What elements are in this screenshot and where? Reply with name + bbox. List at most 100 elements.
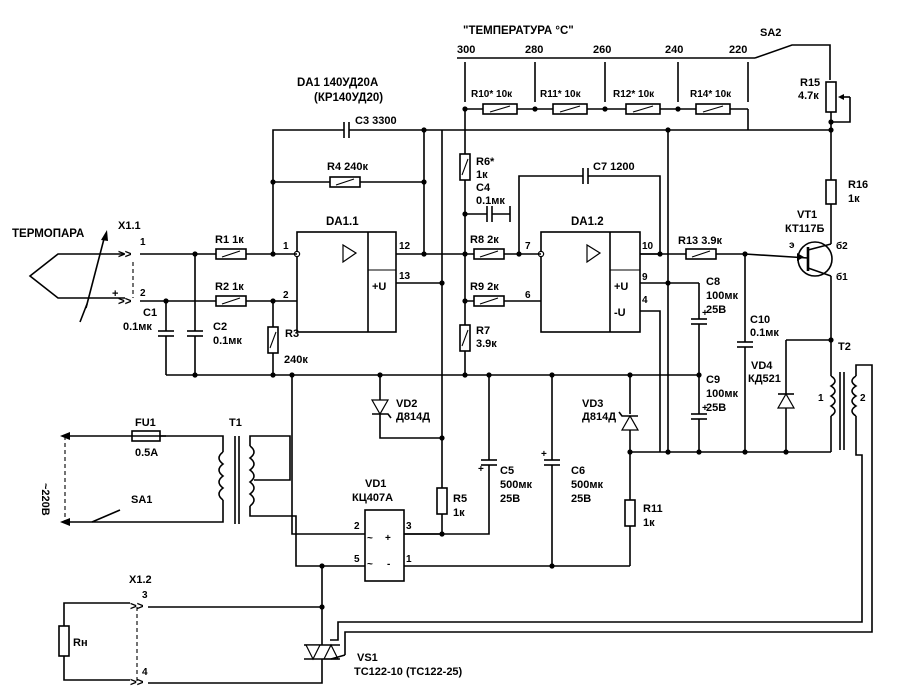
thermocouple-junction [28,253,125,299]
da1-1-plus-u: +U [372,281,386,293]
r2-label: R2 1к [215,281,244,293]
c6-label: C6 [571,465,585,477]
vd1-label: VD1 [365,478,386,490]
c7-label: C7 1200 [593,161,635,173]
x12-label: X1.2 [129,574,152,586]
vd2-zener [370,399,390,416]
pin-12: 12 [399,241,411,252]
r6-label: R6* [476,156,495,168]
da1-1-label: DA1.1 [326,216,359,228]
t2-pin2: 2 [860,393,866,404]
da1-2-label: DA1.2 [571,216,604,228]
c8-voltage: 25В [706,304,726,316]
c3-label: C3 3300 [355,115,397,127]
vd2-label: VD2 [396,398,417,410]
r15-potentiometer [825,81,837,113]
x11-label: X1.1 [118,220,141,232]
vd1-pin2: 2 [354,521,360,532]
r11b-value: 1к [643,517,655,529]
vt1-emitter-label: э [789,240,795,251]
thermocouple-label: ТЕРМОПАРА [12,228,84,240]
pin-7: 7 [525,241,531,252]
vs1-triac [305,644,321,661]
da1-2-plus-u: +U [614,281,628,293]
plus-sign: + [112,288,118,300]
svg-text:>>: >> [130,677,144,689]
x11-pin1: 1 [140,237,146,248]
t2-secondary-upper [344,364,873,655]
t1-label: T1 [229,417,242,429]
temp-tick-240: 240 [665,44,683,56]
t2-primary [829,375,836,417]
vd4-label: VD4 [751,360,773,372]
svg-text:+: + [702,403,708,414]
r5-label: R5 [453,493,467,505]
svg-text:>>: >> [118,249,132,261]
t2-secondary [851,375,858,417]
svg-text:~: ~ [367,533,373,544]
t2-label: T2 [838,341,851,353]
r9-label: R9 2к [470,281,499,293]
svg-text:+: + [541,449,547,460]
vd1-pin1: 1 [406,554,412,565]
vd1-value: КЦ407А [352,492,393,504]
c9-label: C9 [706,374,720,386]
c4-value: 0.1мк [476,195,505,207]
c1-value: 0.1мк [123,321,152,333]
sa2-label: SA2 [760,27,781,39]
rn-load-resistor [58,625,70,657]
x11-pin2: 2 [140,288,146,299]
c10-value: 0.1мк [750,327,779,339]
r1-label: R1 1к [215,234,244,246]
c9-voltage: 25В [706,402,726,414]
da1-2-minus-u: -U [614,307,626,319]
temp-tick-220: 220 [729,44,747,56]
svg-text:+: + [702,308,708,319]
t1-secondary [248,445,255,507]
c8-value: 100мк [706,290,738,302]
sa2-wiper [754,44,831,80]
pin-4: 4 [642,295,648,306]
vs1-label: VS1 [357,652,378,664]
vd1-pin3: 3 [406,521,412,532]
r5-value: 1к [453,507,465,519]
mains-label: ~220В [39,483,51,516]
vd3-label: VD3 [582,398,603,410]
c6-voltage: 25В [571,493,591,505]
t2-secondary-lower [330,416,863,641]
temp-tick-280: 280 [525,44,543,56]
vd1-pin5: 5 [354,554,360,565]
r15-value: 4.7к [798,90,819,102]
r13-label: R13 3.9к [678,235,723,247]
t2-pin1: 1 [818,393,824,404]
vt1-b1-label: б1 [836,271,848,283]
r4-label: R4 240к [327,161,368,173]
sa1-label: SA1 [131,494,152,506]
temperature-title: "ТЕМПЕРАТУРА °С" [463,25,574,37]
rn-label: Rн [73,637,88,649]
r16-resistor [825,179,837,205]
t1-primary [218,451,225,501]
fu1-label: FU1 [135,417,156,429]
c8-label: C8 [706,276,720,288]
svg-text:+: + [478,464,484,475]
svg-text:+: + [385,533,391,544]
r14-label: R14* 10к [690,89,732,100]
svg-text:-: - [387,559,390,570]
c4-label: C4 [476,182,491,194]
pin-6: 6 [525,290,531,301]
vd1-bridge [364,509,405,582]
pin-9: 9 [642,272,648,283]
c5-voltage: 25В [500,493,520,505]
r3-value: 240к [284,354,308,366]
vd4-value: КД521 [748,373,781,385]
vt1-b2-label: б2 [836,240,848,252]
r3-label: R3 [285,328,299,340]
c1-label: C1 [143,307,157,319]
pin-1: 1 [283,241,289,252]
sa1-switch [91,509,121,523]
r8-label: R8 2к [470,234,499,246]
c5-label: C5 [500,465,514,477]
vd3-zener [620,414,640,431]
